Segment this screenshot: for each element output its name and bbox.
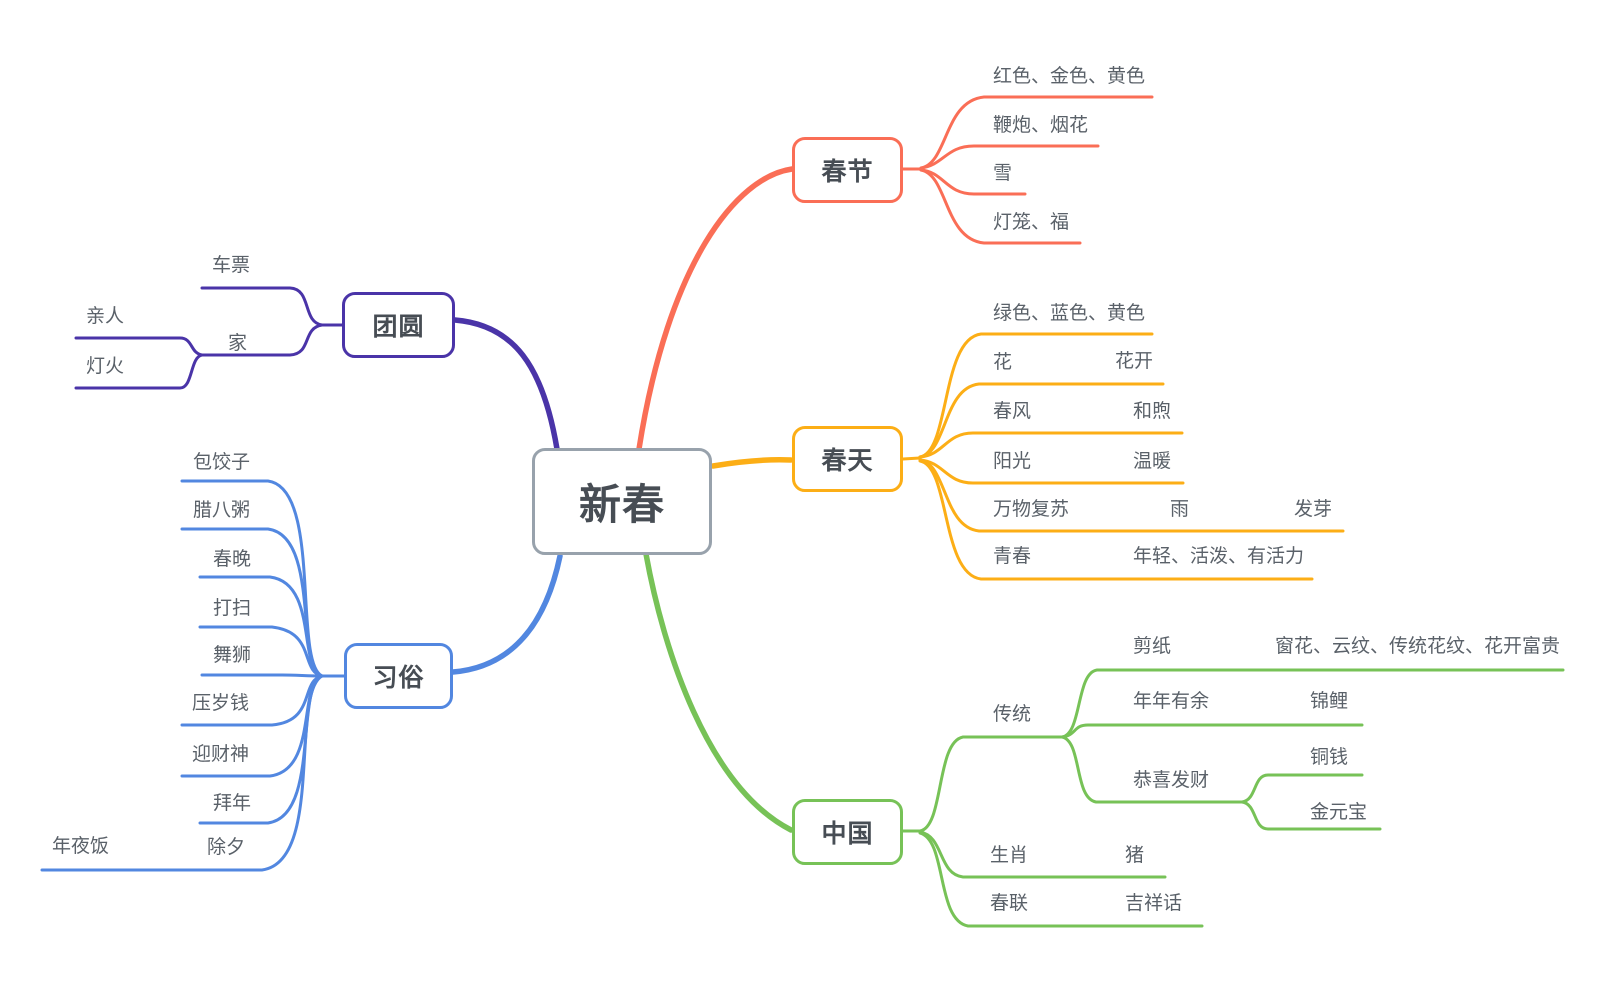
edge-gongxi-jinyuanbao <box>1240 800 1382 831</box>
edge-xisu-child-4 <box>200 673 324 678</box>
edge-tuanyuan-jia <box>200 323 324 357</box>
node-qingchun[interactable]: 青春 <box>993 546 1032 567</box>
edge-chuntian-child-5 <box>918 459 1314 581</box>
edge-root-tuanyuan <box>452 317 560 452</box>
topic-chuntian[interactable]: 春天 <box>792 426 903 492</box>
edge-chunjie-child-3 <box>919 168 1082 245</box>
edge-zhongguo-chunlian <box>918 831 1204 928</box>
edge-chuntian-child-4 <box>918 458 1345 533</box>
edge-chunjie-child-0 <box>919 95 1154 170</box>
node-bianpao-yanhua[interactable]: 鞭炮、烟花 <box>993 115 1089 136</box>
topic-xisu[interactable]: 习俗 <box>344 643 453 709</box>
edge-tuanyuan-chepiao <box>200 286 324 327</box>
edge-chuantong-jianzhi <box>1060 668 1565 739</box>
node-yangguang[interactable]: 阳光 <box>993 451 1032 472</box>
node-faya[interactable]: 发芽 <box>1294 499 1333 520</box>
node-dasao[interactable]: 打扫 <box>213 598 252 619</box>
node-denghuo[interactable]: 灯火 <box>86 356 125 377</box>
node-chunfeng[interactable]: 春风 <box>993 401 1032 422</box>
node-niannianyouyu[interactable]: 年年有余 <box>1133 691 1210 712</box>
node-yingcaishen[interactable]: 迎财神 <box>192 744 250 765</box>
topic-chunjie[interactable]: 春节 <box>792 137 903 203</box>
node-wanwufusu[interactable]: 万物复苏 <box>993 499 1070 520</box>
node-shengxiao[interactable]: 生肖 <box>990 845 1029 866</box>
node-jia[interactable]: 家 <box>228 333 248 354</box>
edge-jia-denghuo <box>74 353 204 390</box>
edge-xisu-child-3 <box>198 625 324 678</box>
topic-tuanyuan[interactable]: 团圆 <box>342 292 455 358</box>
node-huakai[interactable]: 花开 <box>1115 351 1154 372</box>
node-wushi[interactable]: 舞狮 <box>213 645 252 666</box>
node-jinyuanbao[interactable]: 金元宝 <box>1310 802 1368 823</box>
node-nianyefan[interactable]: 年夜饭 <box>52 836 110 857</box>
node-gongxifacai[interactable]: 恭喜发财 <box>1133 770 1210 791</box>
edge-chuantong-gongxi <box>1060 735 1244 804</box>
edge-chuntian-child-1 <box>918 382 1165 459</box>
edge-chuntian-stub <box>901 456 922 461</box>
topic-zhongguo[interactable]: 中国 <box>792 799 903 865</box>
node-hongse-jinse-huangse[interactable]: 红色、金色、黄色 <box>993 66 1146 87</box>
node-chuanghua-yunwen[interactable]: 窗花、云纹、传统花纹、花开富贵 <box>1275 636 1561 657</box>
node-chuxi[interactable]: 除夕 <box>207 837 246 858</box>
node-hua[interactable]: 花 <box>993 352 1013 373</box>
node-yasuiqian[interactable]: 压岁钱 <box>192 693 250 714</box>
node-zhu[interactable]: 猪 <box>1125 845 1145 866</box>
edge-zhongguo-shengxiao <box>918 830 1167 879</box>
node-lvse-lanse-huangse[interactable]: 绿色、蓝色、黄色 <box>993 303 1146 324</box>
edge-root-chunjie <box>636 166 795 452</box>
edge-root-xisu <box>450 553 563 675</box>
node-yu[interactable]: 雨 <box>1170 499 1190 520</box>
node-chunwan[interactable]: 春晚 <box>213 549 252 570</box>
edge-xisu-child-8 <box>40 674 324 872</box>
edge-root-zhongguo <box>643 551 794 833</box>
edge-jia-qinren <box>74 336 204 357</box>
node-nianqing-huopo[interactable]: 年轻、活泼、有活力 <box>1133 546 1305 567</box>
root-topic[interactable]: 新春 <box>532 448 712 555</box>
edge-root-chuntian <box>710 457 794 469</box>
node-jixianghua[interactable]: 吉祥话 <box>1125 893 1183 914</box>
node-baojiaozi[interactable]: 包饺子 <box>193 452 251 473</box>
node-qinren[interactable]: 亲人 <box>86 306 125 327</box>
node-jinli[interactable]: 锦鲤 <box>1310 691 1349 712</box>
edge-zhongguo-chuantong <box>918 735 1064 833</box>
edge-chuantong-niannian <box>1060 723 1364 739</box>
node-wennuan[interactable]: 温暖 <box>1133 451 1172 472</box>
node-chunlian[interactable]: 春联 <box>990 893 1029 914</box>
edge-chuntian-child-2 <box>918 431 1184 459</box>
node-denglong-fu[interactable]: 灯笼、福 <box>993 212 1070 233</box>
node-jianzhi[interactable]: 剪纸 <box>1133 636 1172 657</box>
node-chuantong[interactable]: 传统 <box>993 704 1032 725</box>
edge-chunjie-child-1 <box>919 144 1100 170</box>
edge-xisu-child-2 <box>198 575 324 678</box>
node-tongqian[interactable]: 铜钱 <box>1310 747 1349 768</box>
node-xue[interactable]: 雪 <box>993 163 1013 184</box>
edge-gongxi-tongqian <box>1240 773 1364 804</box>
node-labazhou[interactable]: 腊八粥 <box>193 500 251 521</box>
node-chepiao[interactable]: 车票 <box>212 255 251 276</box>
node-hexu[interactable]: 和煦 <box>1133 401 1172 422</box>
node-bainian[interactable]: 拜年 <box>213 793 252 814</box>
